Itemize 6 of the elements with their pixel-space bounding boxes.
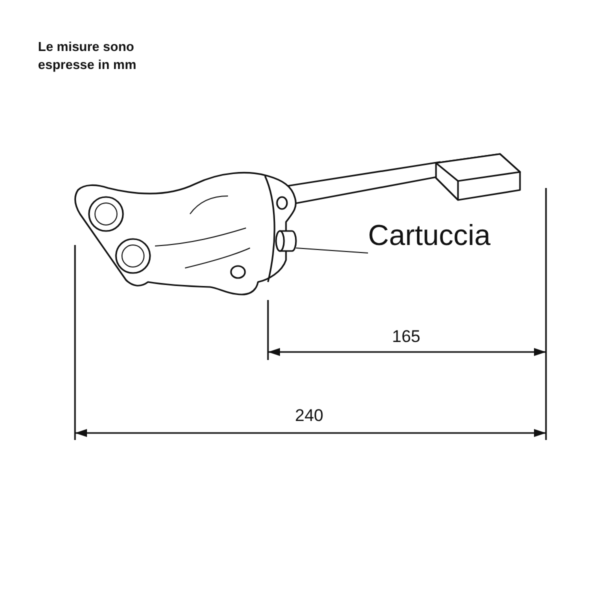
leader-line — [296, 248, 368, 254]
note-text: Le misure sono espresse in mm — [38, 38, 138, 74]
dimension-label: 240 — [295, 406, 324, 426]
part-label: Cartuccia — [368, 220, 490, 253]
cartridge-drawing — [275, 230, 297, 252]
dimension-label: 165 — [392, 327, 420, 347]
